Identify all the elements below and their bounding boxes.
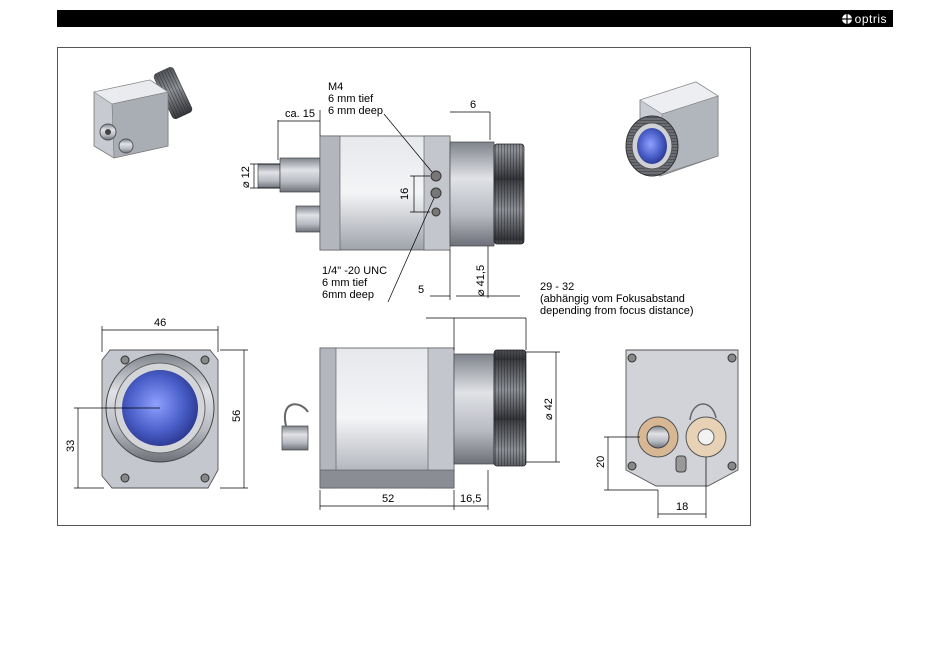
front-view	[102, 350, 218, 488]
iso-view-front	[626, 82, 718, 176]
unc-depth-de: 6 mm tief	[322, 277, 368, 289]
m4-depth-en: 6 mm deep	[328, 105, 383, 117]
dim-thread-spacing: 16	[399, 188, 411, 200]
dim-lens-front: 6	[470, 99, 476, 111]
dim-body-length: 52	[382, 493, 394, 505]
unc-depth-en: 6mm deep	[322, 289, 374, 301]
rear-view	[626, 350, 738, 486]
dim-lens-offset: 5	[418, 284, 424, 296]
side-view-bottom	[282, 348, 526, 488]
dim-front-width: 46	[154, 317, 166, 329]
focus-range-label: 29 - 32	[540, 281, 574, 293]
dim-front-height: 56	[231, 410, 243, 422]
dim-front-center: 33	[65, 440, 77, 452]
iso-view-rear	[94, 66, 194, 158]
focus-en-label: depending from focus distance)	[540, 305, 693, 317]
dim-cable-offset: ca. 15	[285, 108, 315, 120]
dim-lens-length: 16,5	[460, 493, 481, 505]
dim-lens-dia: ⌀ 41,5	[475, 265, 487, 296]
m4-depth-de: 6 mm tief	[328, 93, 374, 105]
m4-label: M4	[328, 81, 343, 93]
dim-rear-height: 20	[595, 456, 607, 468]
unc-label: 1/4" -20 UNC	[322, 265, 387, 277]
dim-connector-dia: ⌀ 12	[240, 166, 252, 188]
dim-side-lens-dia: ⌀ 42	[543, 398, 555, 420]
focus-de-label: (abhängig vom Fokusabstand	[540, 293, 685, 305]
dim-rear-width: 18	[676, 501, 688, 513]
side-view-top	[258, 136, 524, 250]
